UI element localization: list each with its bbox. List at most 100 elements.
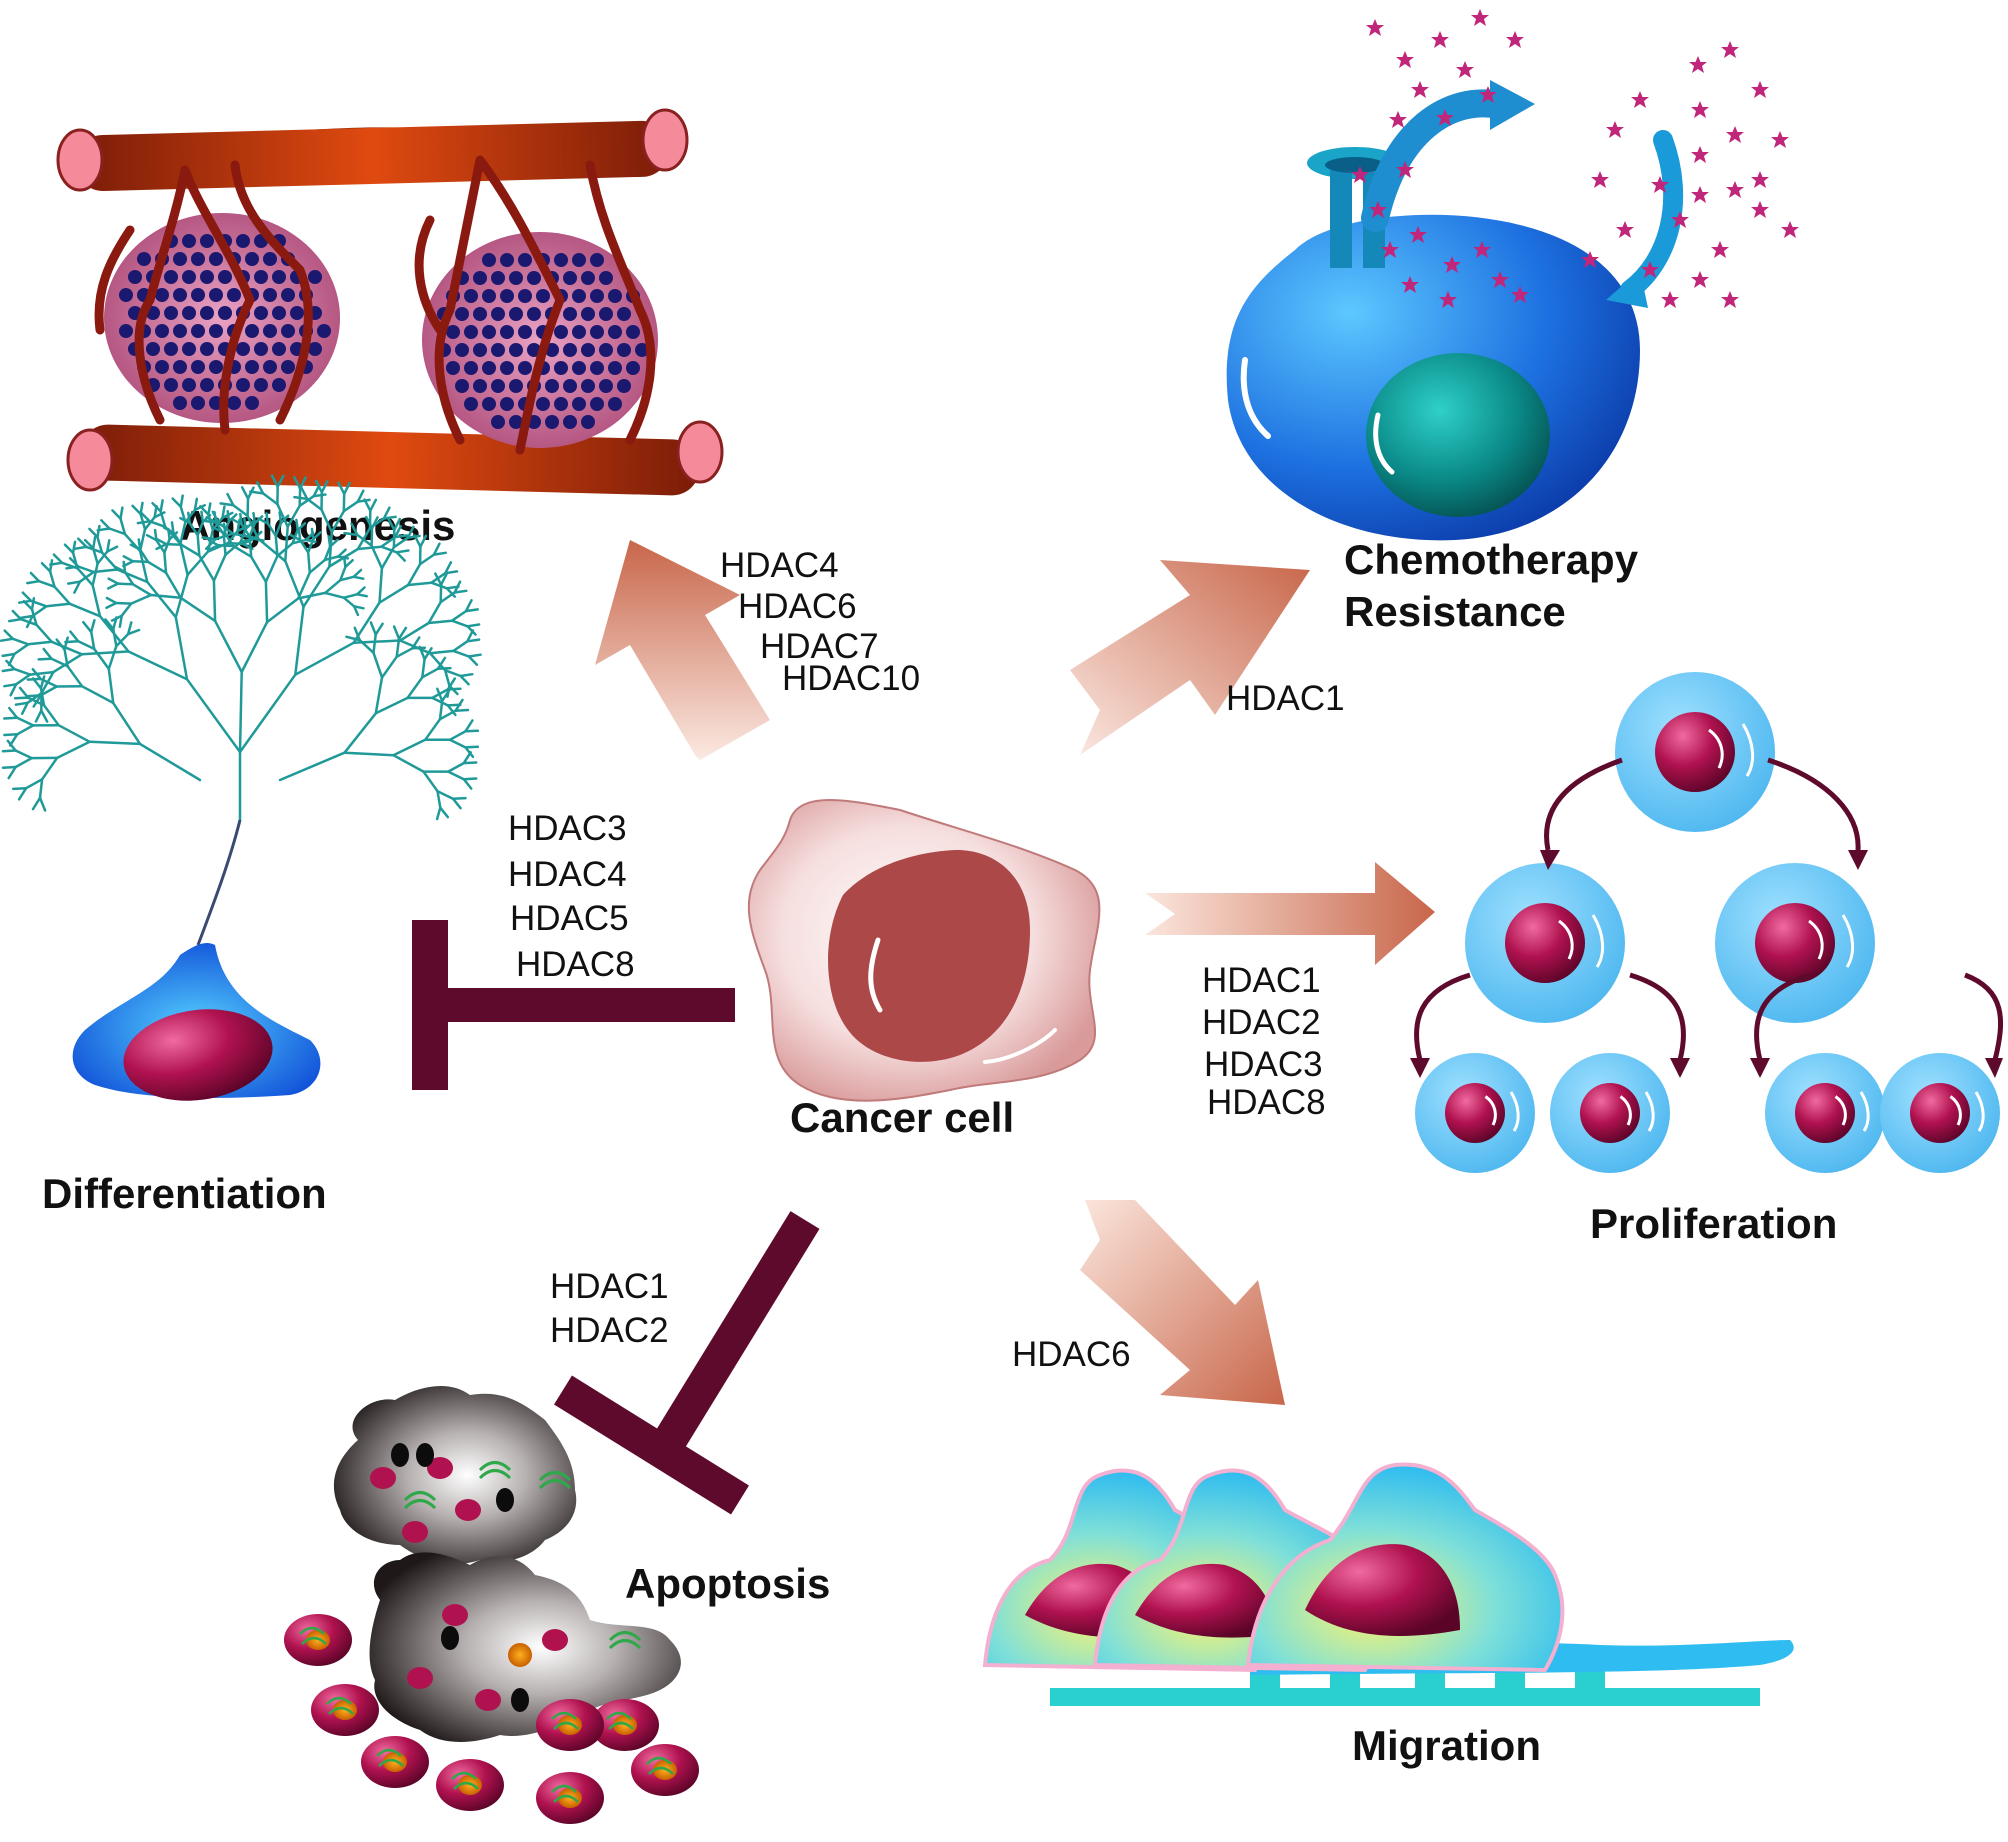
cell-nucleus [1655,712,1735,792]
hdac-label: HDAC4 [508,855,627,894]
tumor-cell-dot [581,271,595,285]
differentiation-illustration [0,474,482,1101]
tumor-cell-dot [509,379,523,393]
hdac-label: HDAC1 [1202,961,1321,1000]
cell-nucleus [1755,903,1835,983]
tumor-cell-dot [599,343,613,357]
tumor-cell-dot [281,288,295,302]
arrow-to-angiogenesis [595,540,770,760]
hdac-label: HDAC6 [738,587,857,626]
tumor-cell-dot [482,325,496,339]
tumor-cell-dot [173,360,187,374]
arrow-to-migration [1080,1200,1285,1405]
tumor-cell-dot [290,306,304,320]
dna-strand [326,1696,354,1715]
drug-molecule-icon [1591,171,1609,188]
tumor-cell-dot [155,288,169,302]
tumor-cell-dot [554,325,568,339]
chromatin-clump [441,1626,459,1650]
drug-molecule-icon [1389,111,1407,128]
tumor-cell-dot [509,307,523,321]
nuclear-fragment [402,1521,428,1543]
tumor-cell-dot [608,397,622,411]
drug-molecule-icon [1691,186,1709,203]
tumor-cell-dot [155,360,169,374]
tumor-cell-dot [446,361,460,375]
tumor-cell-dot [236,378,250,392]
chemoresistance-hdacs: HDAC1 [1226,679,1345,718]
apoptosis-illustration [284,1385,699,1824]
tumor-cell-dot [581,379,595,393]
proliferation-label: Proliferation [1590,1200,1837,1247]
tumor-cell-dot [308,270,322,284]
nuclear-fragment [455,1499,481,1521]
tumor-cell-dot [173,396,187,410]
arrow-to-proliferation [1145,862,1435,965]
tumor-cell-dot [164,378,178,392]
tumor-cell-dot [182,270,196,284]
tumor-cell-dot [209,288,223,302]
cancer-cell-label: Cancer cell [790,1094,1014,1141]
tumor-cell-dot [200,306,214,320]
tumor-cell-dot [209,324,223,338]
inhibit-differentiation [412,920,735,1090]
hdac-label: HDAC6 [1012,1335,1131,1374]
tumor-cell-dot [563,271,577,285]
angiogenesis-label: Angiogenesis [180,502,455,549]
tumor-cell-dot [263,324,277,338]
tumor-cell-dot [545,415,559,429]
drug-molecule-icon [1689,56,1707,73]
tumor-cell-dot [554,361,568,375]
tumor-cell-dot [272,306,286,320]
chromatin-clump [511,1688,529,1712]
tumor-cell-dot [590,361,604,375]
tumor-cell-dot [563,379,577,393]
tumor-cell-dot [491,379,505,393]
chemoresistance-label-line1: Chemotherapy [1344,536,1639,583]
tumor-cell-dot [317,324,331,338]
tumor-cell-dot [518,253,532,267]
tumor-cell-dot [482,253,496,267]
tumor-cell-dot [464,325,478,339]
tumor-cell-dot [272,378,286,392]
tumor-cell-dot [473,379,487,393]
differentiation-label: Differentiation [42,1170,327,1217]
tumor-cell-dot [464,361,478,375]
drug-molecule-icon [1631,91,1649,108]
tumor-cell-dot [626,361,640,375]
drug-molecule-icon [1366,19,1384,36]
tumor-cell-dot [581,343,595,357]
tumor-cell-dot [191,324,205,338]
tumor-cell-dot [173,324,187,338]
tumor-cell-dot [500,361,514,375]
tumor-cell-dot [491,307,505,321]
dna-strand [538,1471,572,1490]
tumor-cell-dot [527,307,541,321]
tumor-cell-dot [545,379,559,393]
dna-strand [608,1631,642,1650]
tumor-cell-dot [581,415,595,429]
hdac-label: HDAC4 [720,546,839,585]
tumor-cell-dot [254,306,268,320]
tumor-cell-dot [590,325,604,339]
tumor-cell-dot [617,307,631,321]
tumor-cell-dot [218,270,232,284]
chemoresistance-illustration [1226,9,1799,541]
tumor-cell-dot [473,307,487,321]
migration-label: Migration [1352,1722,1541,1769]
hdac-label: HDAC2 [550,1311,669,1350]
arrow-to-chemoresistance [1070,560,1310,755]
drug-molecule-icon [1691,271,1709,288]
tumor-cell-dot [263,360,277,374]
tumor-cell-dot [263,252,277,266]
tumor-cell-dot [464,397,478,411]
tumor-cell-dot [527,271,541,285]
tumor-cell-dot [119,324,133,338]
tumor-cell-dot [608,325,622,339]
tumor-cell-dot [572,361,586,375]
tumor-cell-dot [464,289,478,303]
drug-molecule-icon [1726,126,1744,143]
tumor-cell-dot [446,325,460,339]
tumor-cell-dot [617,343,631,357]
